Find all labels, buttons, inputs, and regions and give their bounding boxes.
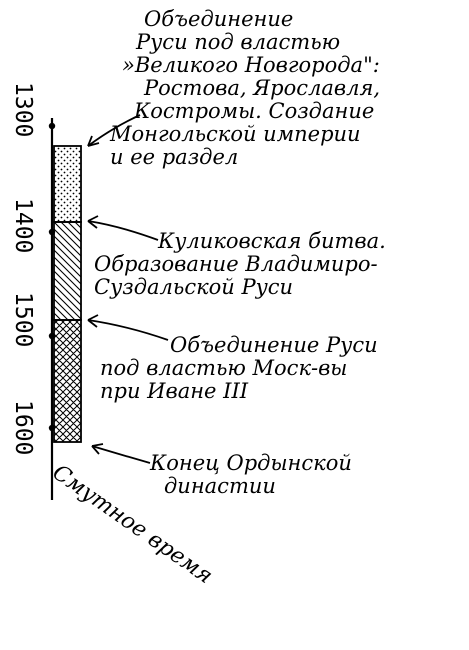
arrow-kulikovo xyxy=(87,215,159,241)
segment-cross-hatch xyxy=(53,319,82,443)
segment-diagonal-hatch xyxy=(53,221,82,321)
annotation-horde: Конец Ордынской династии xyxy=(150,452,352,498)
annotation-moscow: Объединение Руси под властью Моск-вы при… xyxy=(100,334,378,403)
arrow-moscow xyxy=(87,314,169,341)
annotation-line: Конец Ордынской xyxy=(150,451,352,475)
annotation-line: Куликовская битва. xyxy=(158,229,386,253)
year-label-1300: 1300 xyxy=(10,82,36,138)
segment-dots xyxy=(53,145,82,223)
year-dot-1300 xyxy=(48,122,56,130)
year-label-1500: 1500 xyxy=(10,292,36,348)
arrow-horde xyxy=(91,443,151,464)
arrow-novgorod xyxy=(87,114,141,147)
annotation-kulikovo: Куликовская битва. Образование Владимиро… xyxy=(94,230,386,299)
annotation-novgorod: Объединение Руси под властью »Великого Н… xyxy=(110,7,381,169)
annotation-line: »Великого Новгорода": xyxy=(122,53,380,77)
annotation-line: Объединение xyxy=(144,7,294,31)
annotation-line: и ее раздел xyxy=(110,145,239,169)
annotation-line: Руси под властью xyxy=(136,30,341,54)
annotation-line: династии xyxy=(164,474,276,498)
year-label-1400: 1400 xyxy=(10,198,36,254)
annotation-line: Костромы. Создание xyxy=(134,99,375,123)
annotation-line: Суздальской Руси xyxy=(94,275,294,299)
annotation-line: Образование Владимиро- xyxy=(94,252,378,276)
annotation-line: под властью Моск-вы xyxy=(100,356,348,380)
annotation-line: Ростова, Ярославля, xyxy=(144,76,381,100)
annotation-line: при Иване III xyxy=(100,379,249,403)
year-label-1600: 1600 xyxy=(10,400,36,456)
annotation-line: Монгольской империи xyxy=(110,122,361,146)
annotation-line: Объединение Руси xyxy=(170,333,378,357)
